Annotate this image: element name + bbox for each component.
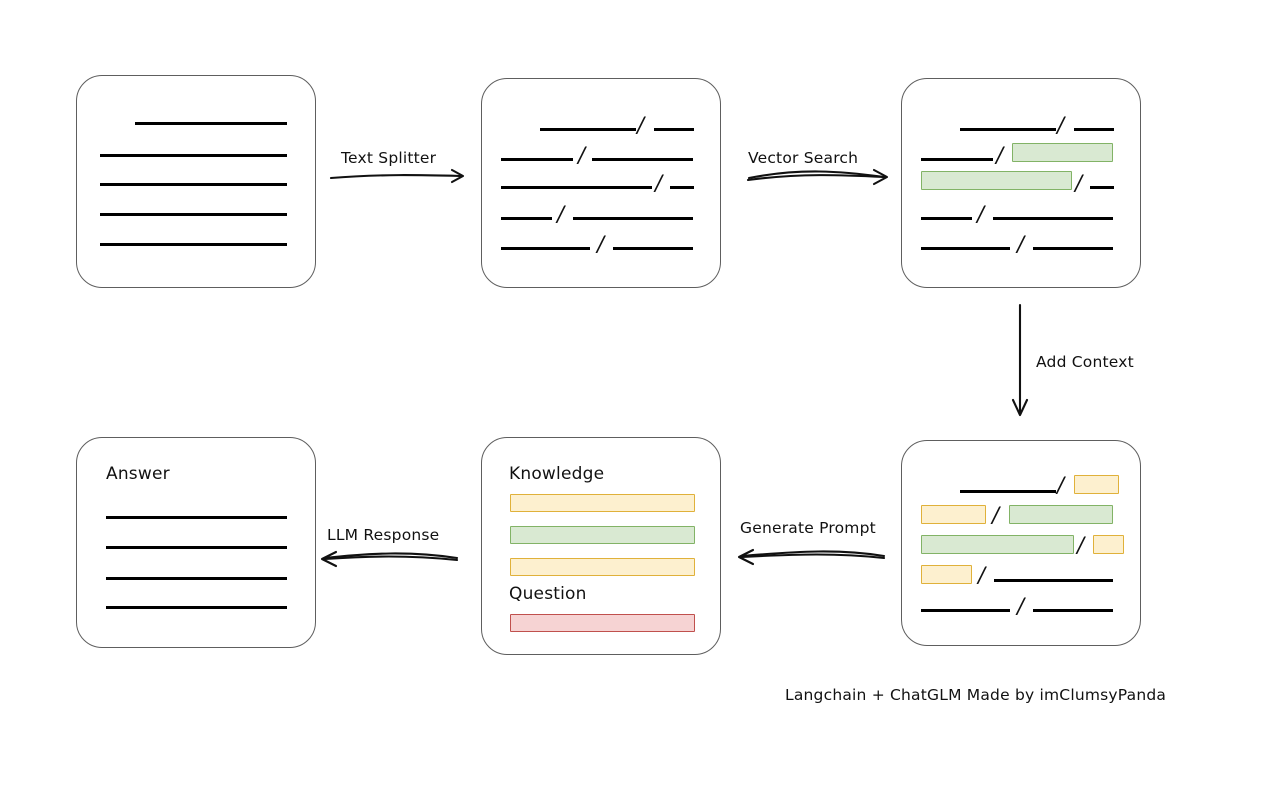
arrow-add-context	[1011, 303, 1029, 417]
chunk-segment	[613, 247, 693, 250]
chunk-segment	[501, 186, 652, 189]
chunk-slash-icon: /	[557, 202, 565, 226]
chunk-segment	[921, 158, 993, 161]
node-source-document[interactable]	[76, 75, 316, 288]
arrow-vector-search	[746, 168, 889, 186]
chunk-segment-context	[921, 565, 972, 584]
chunk-segment	[921, 247, 1010, 250]
node-vector-matches[interactable]: / / / / /	[901, 78, 1141, 288]
edge-label-generate-prompt: Generate Prompt	[740, 519, 876, 537]
knowledge-label: Knowledge	[509, 464, 605, 484]
chunk-segment-context	[1074, 475, 1119, 494]
chunk-segment	[1074, 128, 1114, 131]
question-bar-red	[510, 614, 695, 632]
chunk-segment	[670, 186, 694, 189]
chunk-slash-icon: /	[992, 503, 1000, 527]
chunk-segment-matched	[1009, 505, 1113, 524]
chunk-segment	[921, 217, 972, 220]
chunk-segment	[1033, 609, 1113, 612]
answer-label: Answer	[106, 464, 170, 484]
doc-line	[100, 154, 287, 157]
answer-line	[106, 546, 287, 549]
chunk-slash-icon: /	[1017, 594, 1025, 618]
chunk-slash-icon: /	[978, 563, 986, 587]
doc-line	[135, 122, 287, 125]
chunk-slash-icon: /	[1057, 113, 1065, 137]
chunk-segment	[501, 217, 552, 220]
chunk-slash-icon: /	[1077, 533, 1085, 557]
chunk-segment	[960, 490, 1056, 493]
chunk-segment	[921, 609, 1010, 612]
chunk-slash-icon: /	[1057, 473, 1065, 497]
chunk-segment-matched	[921, 171, 1072, 190]
chunk-segment	[1033, 247, 1113, 250]
edge-label-llm-response: LLM Response	[327, 526, 440, 544]
knowledge-bar-yellow-2	[510, 558, 695, 576]
answer-line	[106, 606, 287, 609]
answer-line	[106, 516, 287, 519]
chunk-segment-matched	[1012, 143, 1113, 162]
chunk-segment	[540, 128, 636, 131]
chunk-segment	[501, 247, 590, 250]
chunk-slash-icon: /	[996, 143, 1004, 167]
doc-line	[100, 243, 287, 246]
knowledge-bar-green	[510, 526, 695, 544]
chunk-segment	[994, 579, 1113, 582]
arrow-generate-prompt	[737, 548, 886, 566]
chunk-slash-icon: /	[578, 143, 586, 167]
chunk-segment	[1090, 186, 1114, 189]
chunk-segment-context	[1093, 535, 1124, 554]
knowledge-bar-yellow-1	[510, 494, 695, 512]
node-prompt[interactable]: Knowledge Question	[481, 437, 721, 655]
edge-label-add-context: Add Context	[1036, 353, 1134, 371]
question-label: Question	[509, 584, 587, 604]
answer-line	[106, 577, 287, 580]
arrow-text-splitter	[329, 168, 465, 184]
chunk-segment	[501, 158, 573, 161]
chunk-segment	[993, 217, 1113, 220]
edge-label-text-splitter: Text Splitter	[341, 149, 437, 167]
chunk-segment	[654, 128, 694, 131]
chunk-segment-context	[921, 505, 986, 524]
chunk-slash-icon: /	[597, 232, 605, 256]
chunk-slash-icon: /	[977, 202, 985, 226]
chunk-slash-icon: /	[655, 171, 663, 195]
chunk-slash-icon: /	[1017, 232, 1025, 256]
node-context-added[interactable]: / / / / /	[901, 440, 1141, 646]
doc-line	[100, 213, 287, 216]
node-split-chunks[interactable]: / / / / /	[481, 78, 721, 288]
chunk-segment-matched	[921, 535, 1074, 554]
edge-label-vector-search: Vector Search	[748, 149, 859, 167]
chunk-segment	[960, 128, 1056, 131]
node-answer[interactable]: Answer	[76, 437, 316, 648]
footer-credit: Langchain + ChatGLM Made by imClumsyPand…	[785, 686, 1167, 704]
chunk-segment	[573, 217, 693, 220]
chunk-slash-icon: /	[1075, 171, 1083, 195]
doc-line	[100, 183, 287, 186]
arrow-llm-response	[320, 550, 459, 568]
chunk-slash-icon: /	[637, 113, 645, 137]
chunk-segment	[592, 158, 693, 161]
